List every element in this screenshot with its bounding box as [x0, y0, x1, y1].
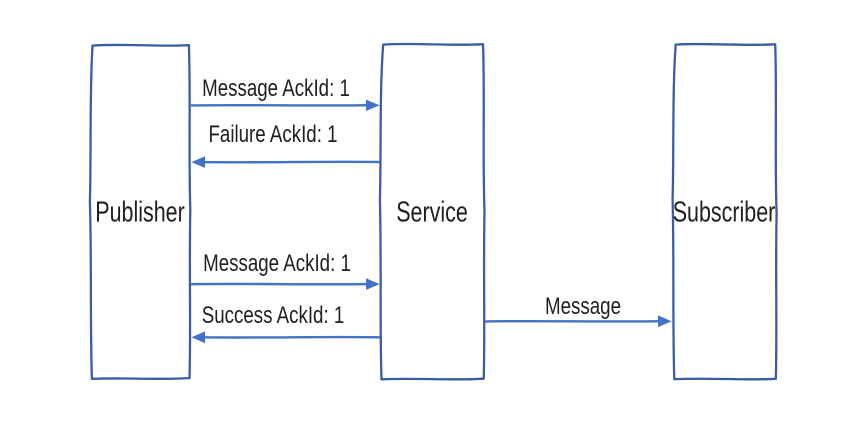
service-box: [378, 42, 486, 381]
arrowhead-right-icon: [366, 278, 380, 290]
message-label-4: Success AckId: 1: [201, 302, 345, 329]
arrow-publisher-to-service-1: [190, 99, 380, 111]
arrowhead-right-icon: [658, 315, 672, 328]
message-label-3: Message AckId: 1: [203, 250, 351, 277]
subscriber-label: Subscriber: [672, 196, 776, 228]
service-label: Service: [396, 196, 468, 229]
message-label-1: Message AckId: 1: [202, 75, 350, 102]
publisher-box: [88, 43, 192, 381]
arrowhead-left-icon: [191, 331, 205, 344]
arrow-service-to-publisher-success: [191, 331, 381, 344]
subscriber-box: [671, 42, 778, 381]
publisher-label: Publisher: [94, 196, 185, 228]
arrowhead-right-icon: [366, 99, 380, 111]
message-label-2: Failure AckId: 1: [208, 121, 338, 148]
arrow-publisher-to-service-2: [190, 278, 380, 290]
arrow-service-to-subscriber: [484, 315, 672, 328]
arrowhead-left-icon: [191, 156, 205, 168]
arrow-service-to-publisher-failure: [191, 156, 380, 168]
message-label-5: Message: [545, 293, 621, 320]
